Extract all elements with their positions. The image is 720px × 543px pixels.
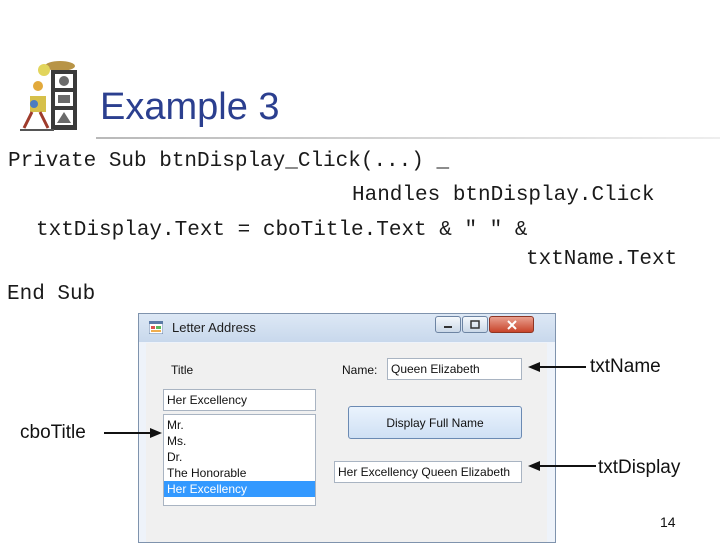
list-item[interactable]: Ms. (167, 434, 187, 448)
list-item[interactable]: Mr. (167, 418, 184, 432)
txt-name-input[interactable]: Queen Elizabeth (387, 358, 522, 380)
txt-display-output[interactable]: Her Excellency Queen Elizabeth (334, 461, 522, 483)
txt-name-arrow (528, 362, 586, 372)
maximize-icon (470, 320, 480, 329)
display-full-name-button[interactable]: Display Full Name (348, 406, 522, 439)
cbo-title-arrow (104, 428, 162, 438)
close-button[interactable] (489, 316, 534, 333)
letter-address-window: Letter Address Title Name: Queen Elizabe… (138, 313, 556, 543)
window-title: Letter Address (172, 320, 256, 335)
list-item[interactable]: Her Excellency (164, 481, 315, 497)
app-window-icon (149, 321, 163, 334)
code-line-1: Private Sub btnDisplay_Click(...) _ (8, 150, 450, 173)
code-line-5: End Sub (7, 283, 96, 306)
callout-txt-name: txtName (590, 356, 661, 377)
code-line-3: txtDisplay.Text = cboTitle.Text & " " & (36, 219, 528, 242)
title-divider (96, 137, 720, 139)
figure-logo-icon (20, 61, 77, 131)
code-line-2: Handles btnDisplay.Click (352, 184, 655, 207)
page-number: 14 (660, 514, 676, 530)
slide-title: Example 3 (100, 86, 280, 128)
window-client-area: Title Name: Queen Elizabeth Her Excellen… (146, 343, 547, 542)
window-title-bar[interactable]: Letter Address (139, 314, 555, 342)
code-line-4: txtName.Text (526, 248, 678, 271)
minimize-button[interactable] (435, 316, 461, 333)
title-label: Title (171, 363, 194, 377)
list-item[interactable]: Dr. (167, 450, 183, 464)
minimize-icon (444, 325, 452, 328)
txt-display-arrow (528, 461, 596, 471)
list-item[interactable]: The Honorable (167, 466, 247, 480)
callout-txt-display: txtDisplay (598, 457, 681, 478)
name-label: Name: (342, 363, 378, 377)
maximize-button[interactable] (462, 316, 488, 333)
callout-cbo-title: cboTitle (20, 422, 86, 443)
close-icon (506, 319, 517, 330)
cbo-title-text[interactable]: Her Excellency (163, 389, 316, 411)
